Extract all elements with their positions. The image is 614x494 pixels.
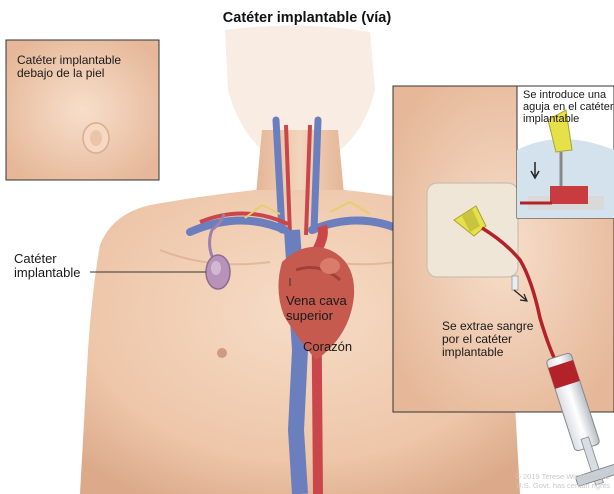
label-under-skin-2: debajo de la piel [17,67,104,80]
label-needle-1: Se introduce una [523,89,606,101]
copyright-credit: © 2019 Terese Winslow LLC U.S. Govt. has… [515,472,610,490]
head-neck [225,25,375,205]
label-blood-3: implantable [442,346,503,359]
label-vena-cava-2: superior [286,309,333,323]
label-catheter-2: implantable [14,266,81,280]
label-catheter-1: Catéter [14,252,57,266]
label-vena-cava-1: Vena cava [286,294,347,308]
label-needle-2: aguja en el catéter [523,101,614,113]
credit-line-1: © 2019 Terese Winslow LLC [515,472,610,481]
page-title: Catéter implantable (vía) [0,10,614,26]
credit-line-2: U.S. Govt. has certain rights [515,481,610,490]
label-needle-3: implantable [523,113,579,125]
label-heart: Corazón [303,340,352,354]
